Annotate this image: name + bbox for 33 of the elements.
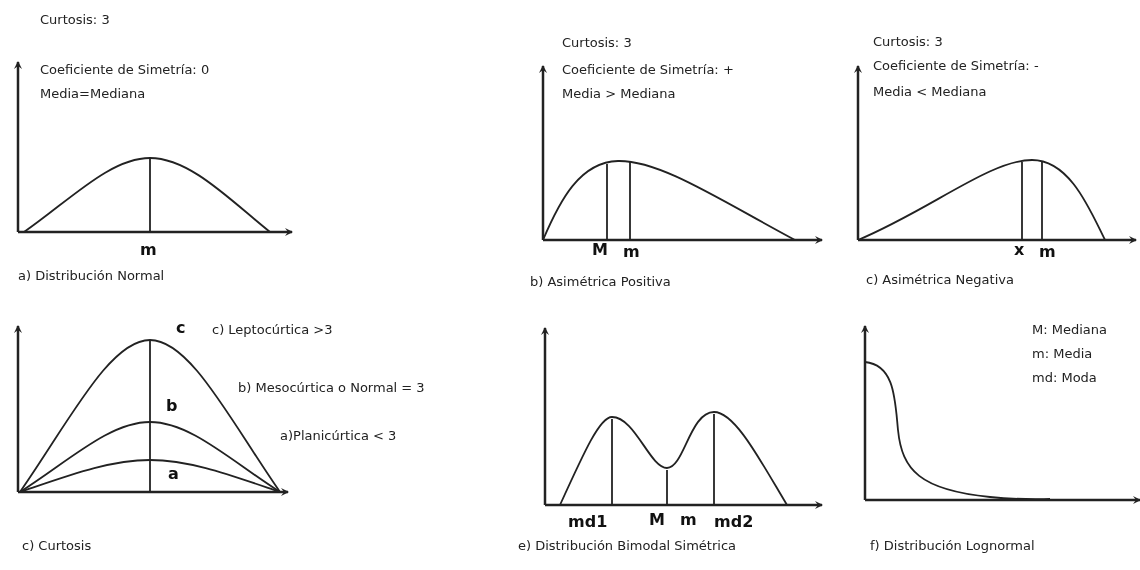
annotation-text: Coeficiente de Simetría: -: [873, 58, 1039, 74]
annotation-text: c) Leptocúrtica >3: [212, 322, 333, 338]
axis-mark-label: m: [140, 242, 157, 258]
panel-caption: c) Curtosis: [22, 538, 92, 554]
annotation-text: a)Planicúrtica < 3: [280, 428, 397, 444]
axis-mark-label: m: [623, 244, 640, 260]
panel-caption: a) Distribución Normal: [18, 268, 165, 284]
axis-mark-label: md2: [714, 514, 754, 530]
annotation-text: Coeficiente de Simetría: 0: [40, 62, 210, 78]
axis-mark-label: md1: [568, 514, 608, 530]
axis-mark-label: a: [168, 466, 179, 482]
annotation-text: Media < Mediana: [873, 84, 987, 100]
panel-caption: f) Distribución Lognormal: [870, 538, 1035, 554]
axis-mark-label: c: [176, 320, 186, 336]
axis-mark-label: m: [680, 512, 697, 528]
axis-mark-label: x: [1014, 242, 1025, 258]
annotation-text: Media=Mediana: [40, 86, 146, 102]
panel-caption: e) Distribución Bimodal Simétrica: [518, 538, 737, 554]
annotation-text: Curtosis: 3: [562, 35, 632, 51]
annotation-text: Coeficiente de Simetría: +: [562, 62, 734, 78]
annotation-text: Curtosis: 3: [40, 12, 110, 28]
axis-mark-label: M: [592, 242, 608, 258]
annotation-text: Media > Mediana: [562, 86, 676, 102]
axis-mark-label: b: [166, 398, 178, 414]
axis-mark-label: m: [1039, 244, 1056, 260]
annotation-text: md: Moda: [1032, 370, 1097, 386]
panel-caption: c) Asimétrica Negativa: [866, 272, 1014, 288]
annotation-text: M: Mediana: [1032, 322, 1107, 338]
annotation-text: b) Mesocúrtica o Normal = 3: [238, 380, 425, 396]
axis-mark-label: M: [649, 512, 665, 528]
annotation-text: Curtosis: 3: [873, 34, 943, 50]
annotation-text: m: Media: [1032, 346, 1093, 362]
panel-caption: b) Asimétrica Positiva: [530, 274, 671, 290]
